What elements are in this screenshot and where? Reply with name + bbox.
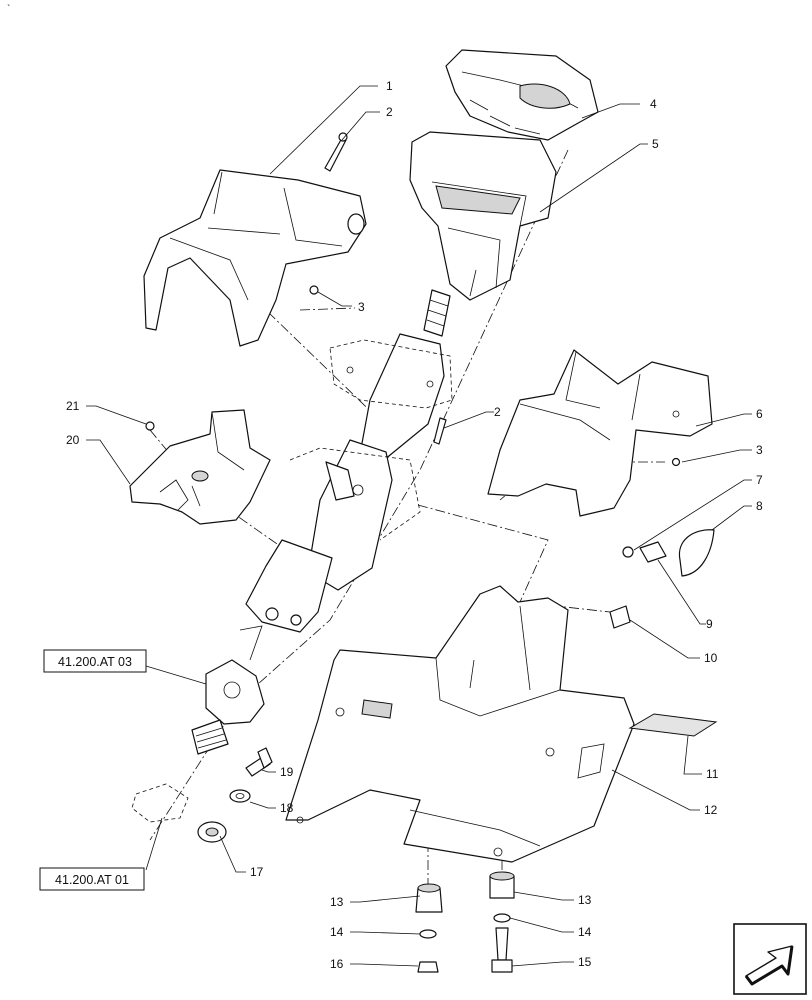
- strap-8: [678, 529, 715, 577]
- corner-mark: `: [7, 3, 10, 15]
- bolt-15: [491, 927, 513, 973]
- callout-13: 13: [578, 893, 592, 907]
- reference-label: 41.200.AT 03: [58, 655, 132, 669]
- spline-seal: [131, 783, 189, 823]
- leader-lines: [86, 85, 752, 967]
- callout-2: 2: [386, 105, 393, 119]
- callout-14: 14: [330, 925, 344, 939]
- callout-3: 3: [358, 300, 365, 314]
- callout-2: 2: [494, 405, 501, 419]
- callout-17: 17: [250, 865, 264, 879]
- callout-12: 12: [704, 803, 718, 817]
- label-plate-11: [628, 713, 718, 737]
- washer-14-right: [493, 913, 511, 923]
- bolt-10: [609, 605, 631, 629]
- screw-middle: [433, 417, 447, 445]
- column-cover-20: [129, 409, 271, 525]
- callout-15: 15: [578, 955, 592, 969]
- right-shroud: [487, 349, 713, 517]
- callout-6: 6: [756, 407, 763, 421]
- callout-13: 13: [330, 895, 344, 909]
- steering-column: [245, 289, 453, 633]
- callout-21: 21: [66, 399, 80, 413]
- washer-14-left: [419, 929, 437, 939]
- callout-8: 8: [756, 499, 763, 513]
- callout-3: 3: [756, 443, 763, 457]
- callout-16: 16: [330, 957, 344, 971]
- bolt-19: [245, 747, 273, 777]
- lower-shroud: [143, 169, 367, 347]
- universal-joint: [191, 625, 265, 755]
- callout-4: 4: [650, 97, 657, 111]
- washer-18: [229, 789, 251, 803]
- callout-5: 5: [652, 137, 659, 151]
- callout-numbers: 1 2 3 4 5 2 6 3 7 8 9 10 11 12 13 13 14 …: [66, 79, 763, 971]
- bushing-17: [197, 821, 227, 843]
- next-page-arrow-icon[interactable]: [733, 923, 807, 995]
- callout-7: 7: [756, 473, 763, 487]
- support-bracket-12: [285, 585, 635, 863]
- shroud-top: [409, 131, 557, 301]
- callout-14: 14: [578, 925, 592, 939]
- screw-3-right: [671, 457, 681, 467]
- callout-10: 10: [704, 651, 718, 665]
- upper-cover: [445, 49, 599, 141]
- nut-16: [417, 961, 439, 973]
- callout-19: 19: [280, 765, 294, 779]
- reference-label: 41.200.AT 01: [55, 873, 129, 887]
- callout-9: 9: [706, 617, 713, 631]
- callout-1: 1: [386, 79, 393, 93]
- reference-box-41-200-at-01[interactable]: 41.200.AT 01: [39, 867, 145, 891]
- screw-21: [145, 421, 155, 431]
- screw-7: [622, 546, 634, 558]
- callout-11: 11: [706, 767, 719, 781]
- screw-3-upper: [309, 285, 319, 295]
- callout-18: 18: [280, 801, 294, 815]
- bushing-13-right: [489, 871, 515, 899]
- screw-upper: [324, 132, 348, 172]
- bushing-13-left: [415, 883, 443, 913]
- reference-box-41-200-at-03[interactable]: 41.200.AT 03: [43, 649, 147, 673]
- callout-20: 20: [66, 433, 80, 447]
- clip-9: [639, 541, 667, 563]
